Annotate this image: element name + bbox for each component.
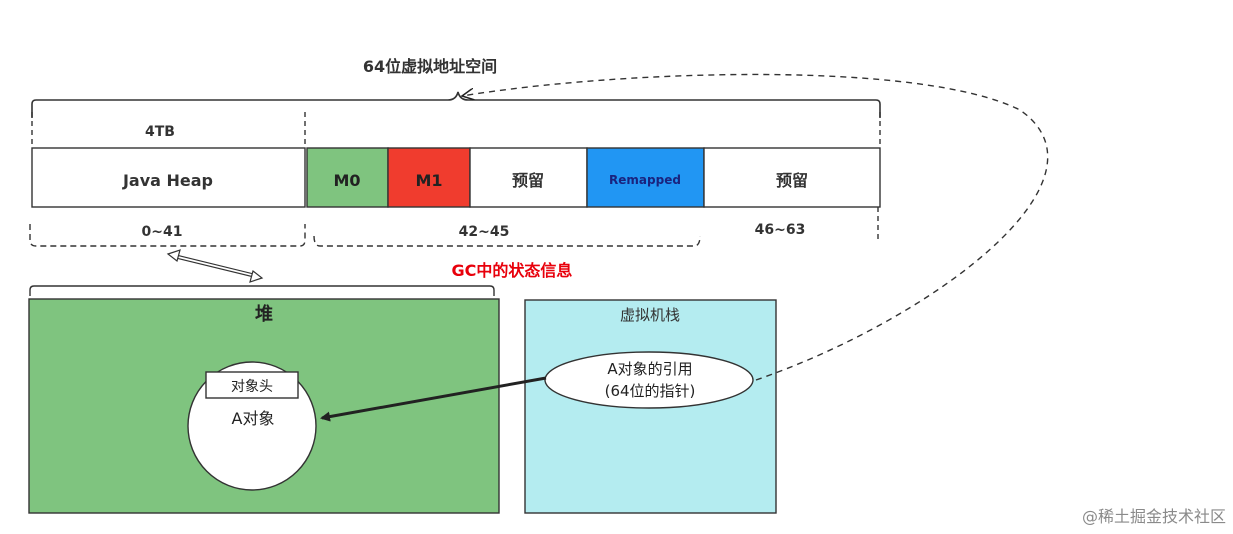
segment-m0 [306,147,389,208]
address-segments: Java Heap M0 M1 预留 Remapped 预留 [31,147,881,208]
heap-mapping-arrow [166,249,264,283]
segment-reserved-2-label: 预留 [776,171,808,190]
range-0-41: 0~41 [142,224,183,240]
reference-line-2: (64位的指针) [605,382,696,400]
segment-java-heap [31,147,306,208]
segment-remapped-label: Remapped [609,173,681,187]
range-42-45: 42~45 [459,224,510,240]
pointer-arrow [320,376,547,422]
segment-java-heap-label: Java Heap [122,171,213,190]
object-a-label: A对象 [232,409,275,428]
segment-m1-label: M1 [415,171,442,190]
segment-m0-label: M0 [333,171,360,190]
gc-state-label: GC中的状态信息 [452,261,573,280]
heap-size-label: 4TB [145,124,175,140]
heap-box-brace [29,285,495,296]
reference-line-1: A对象的引用 [607,360,692,378]
segment-reserved-1 [469,147,588,208]
range-46-63: 46~63 [755,222,806,238]
diagram-title: 64位虚拟地址空间 [363,57,497,76]
vm-stack-title: 虚拟机栈 [620,306,680,324]
full-range-brace [31,91,881,118]
brace-42-45 [313,235,701,247]
reference-ellipse [544,351,754,409]
segment-reserved-2 [703,147,881,208]
segment-m1 [387,147,471,208]
address-link-curve [462,73,1049,381]
segment-reserved-1-label: 预留 [512,171,544,190]
heap-box-title: 堆 [255,303,273,325]
object-header [205,371,299,399]
object-header-label: 对象头 [231,379,273,395]
watermark: @稀土掘金技术社区 [1082,507,1226,526]
